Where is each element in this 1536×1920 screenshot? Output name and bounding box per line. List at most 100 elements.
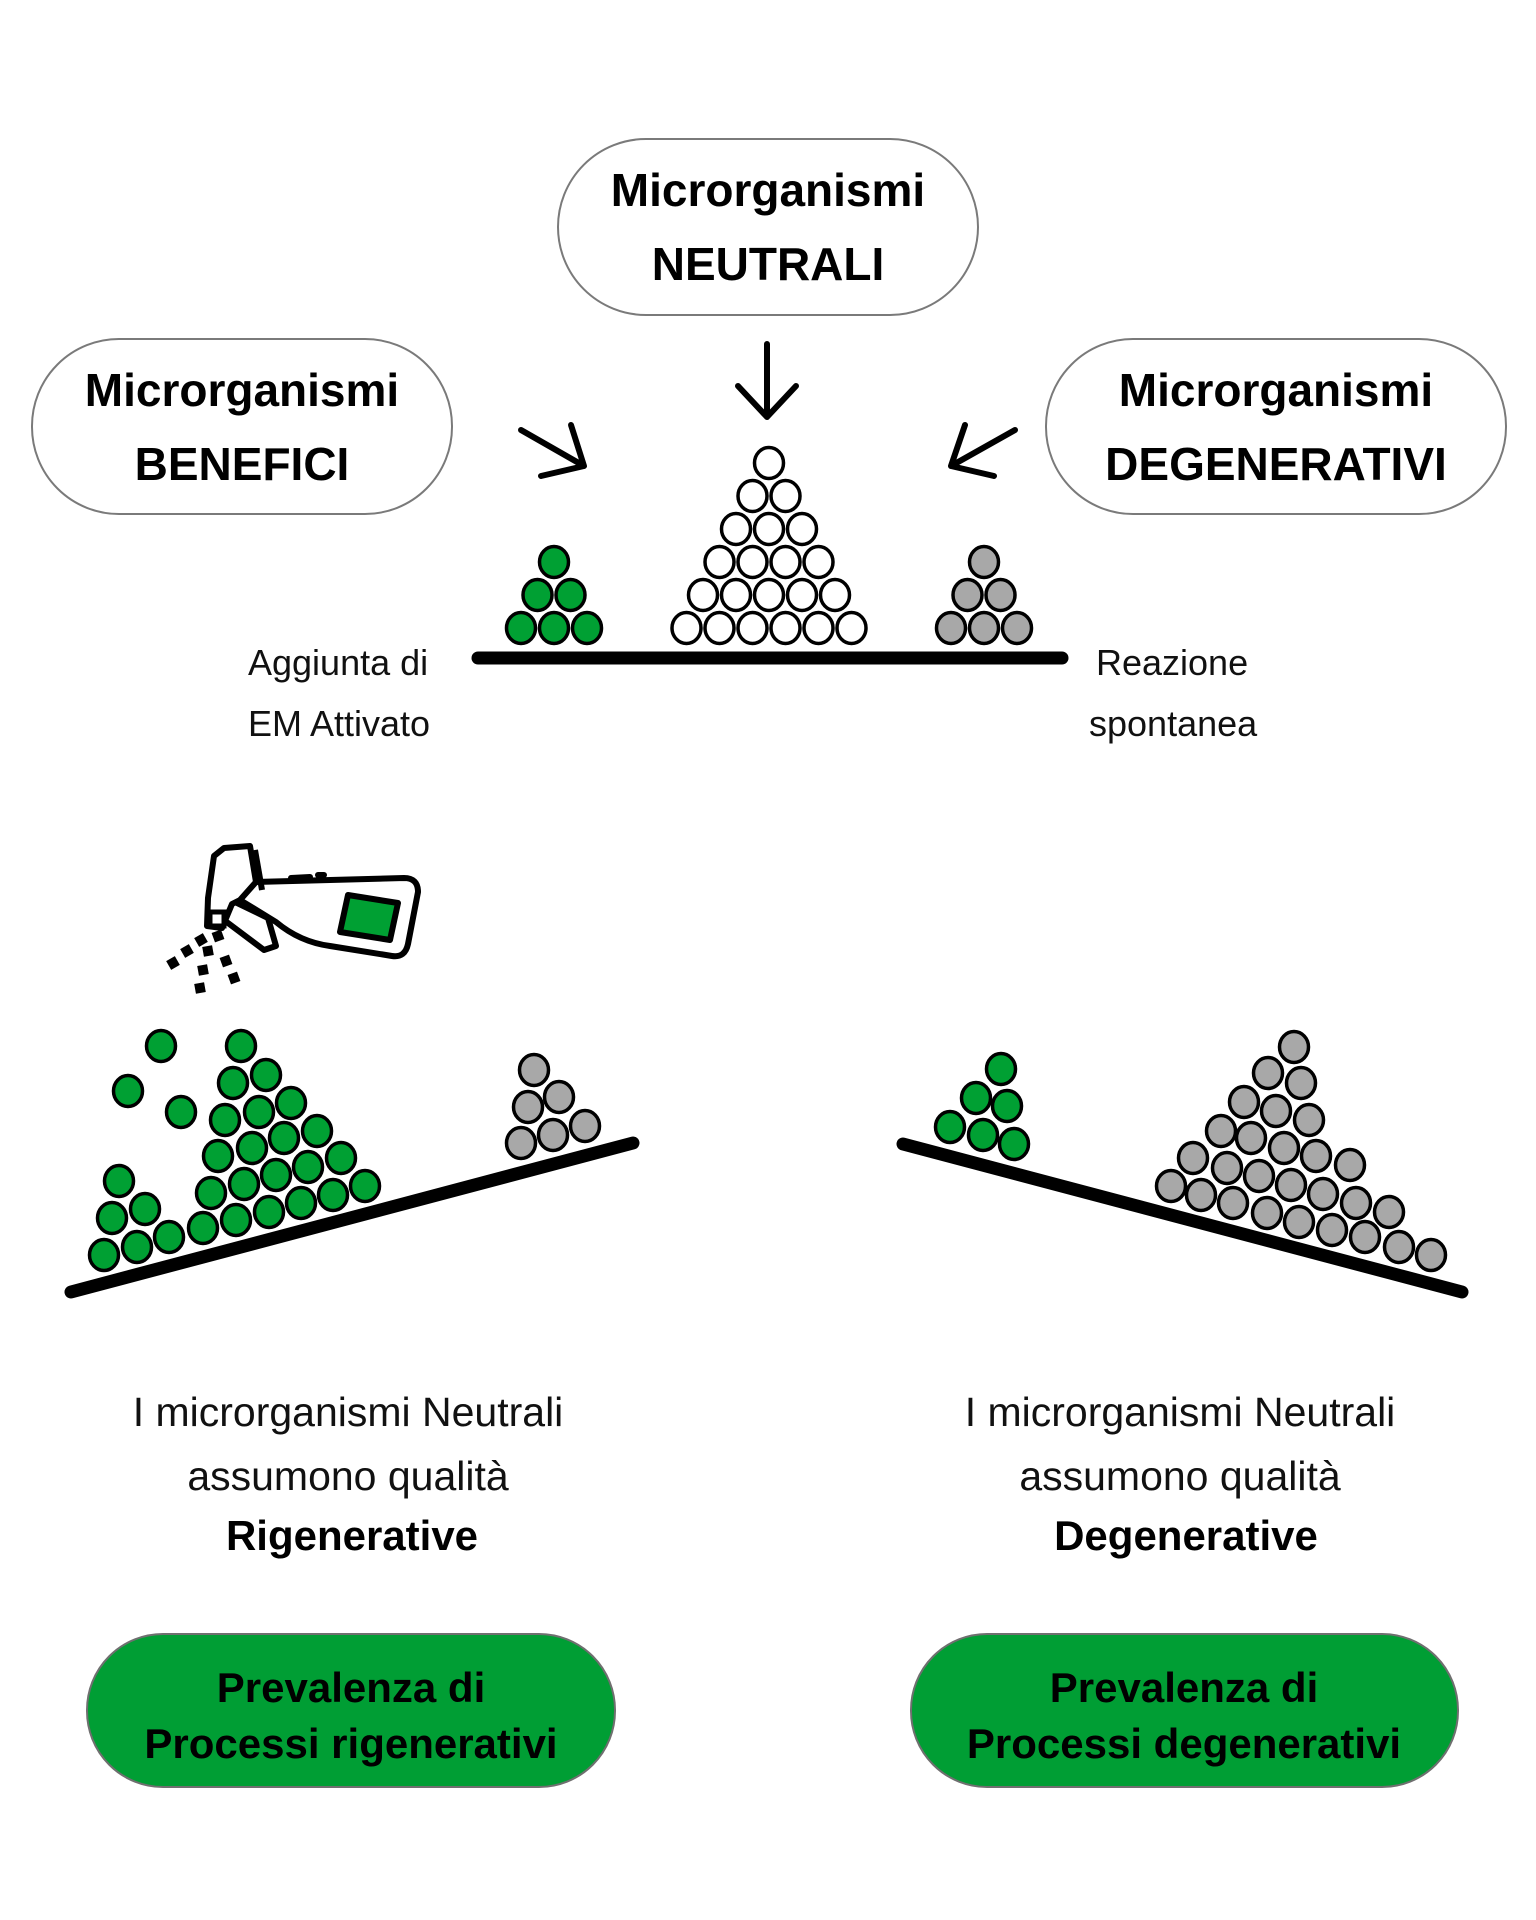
beneficial-microorganism bbox=[152, 1219, 186, 1255]
left-result-line2: Processi rigenerativi bbox=[144, 1720, 557, 1767]
neutral-microorganism bbox=[736, 478, 769, 514]
beneficial-microorganism bbox=[227, 1166, 261, 1202]
neutral-microorganism bbox=[752, 511, 786, 547]
degenerative-bubble-shape bbox=[1045, 338, 1507, 515]
degenerative-microorganism bbox=[1184, 1177, 1218, 1213]
neutral-microorganism bbox=[703, 544, 736, 580]
right-caption-quality: Degenerative bbox=[1054, 1512, 1318, 1559]
beneficial-microorganism bbox=[194, 1175, 228, 1211]
beneficial-microorganism bbox=[242, 1094, 276, 1130]
right-caption-line1: I microrganismi Neutrali bbox=[965, 1389, 1396, 1435]
degenerative-microorganism bbox=[1414, 1237, 1448, 1273]
neutral-microorganism bbox=[686, 577, 720, 613]
neutral-microorganism bbox=[769, 544, 802, 580]
beneficial-bubble-shape bbox=[31, 338, 453, 515]
beneficial-microorganism bbox=[259, 1157, 293, 1193]
degenerative-microorganism bbox=[1234, 1120, 1268, 1156]
beneficial-microorganism bbox=[216, 1065, 250, 1101]
left-caption-line2: assumono qualità bbox=[187, 1453, 509, 1499]
neutral-microorganism bbox=[802, 544, 835, 580]
right-result-pill-shape bbox=[910, 1633, 1459, 1788]
degenerative-microorganism bbox=[1000, 610, 1034, 646]
left-result-pill-shape bbox=[86, 1633, 616, 1788]
beneficial-microorganism bbox=[959, 1080, 993, 1116]
beneficial-microorganism bbox=[291, 1149, 325, 1185]
beneficial-bubble: Microrganismi BENEFICI bbox=[31, 338, 453, 515]
neutral-bubble-type: NEUTRALI bbox=[652, 238, 885, 290]
beneficial-microorganism bbox=[997, 1126, 1031, 1162]
neutral-microorganism bbox=[802, 610, 835, 646]
degenerative-microorganism bbox=[1284, 1065, 1318, 1101]
left-outcome-scale bbox=[64, 1028, 640, 1299]
beneficial-microorganism bbox=[348, 1168, 382, 1204]
beneficial-microorganism bbox=[144, 1028, 178, 1064]
degenerative-microorganism bbox=[1306, 1176, 1340, 1212]
right-balls-group bbox=[933, 1029, 1448, 1273]
left-caption-line1: I microrganismi Neutrali bbox=[133, 1389, 564, 1435]
beneficial-bubble-type: BENEFICI bbox=[135, 438, 350, 490]
left-caption: I microrganismi Neutrali assumono qualit… bbox=[133, 1389, 564, 1559]
left-tilted-beam bbox=[64, 1136, 640, 1299]
degenerative-microorganism bbox=[1154, 1168, 1188, 1204]
neutral-microorganism bbox=[752, 577, 786, 613]
balance-label-right-line2: spontanea bbox=[1089, 703, 1258, 744]
left-result-pill: Prevalenza di Processi rigenerativi bbox=[86, 1633, 616, 1788]
arrow-down-right-icon bbox=[518, 422, 587, 479]
degenerative-microorganism bbox=[967, 544, 1001, 580]
beneficial-microorganism bbox=[219, 1202, 253, 1238]
right-result-line1: Prevalenza di bbox=[1050, 1664, 1318, 1711]
spray-bottle-icon bbox=[166, 843, 421, 994]
beneficial-microorganism bbox=[186, 1210, 220, 1246]
degenerative-microorganism bbox=[1267, 1130, 1301, 1166]
bottle-label bbox=[337, 892, 401, 943]
beneficial-microorganism bbox=[300, 1113, 334, 1149]
degenerative-microorganism bbox=[1216, 1185, 1250, 1221]
degenerative-microorganism bbox=[1372, 1194, 1406, 1230]
arrow-down-icon bbox=[735, 341, 799, 420]
degenerative-microorganism bbox=[1242, 1158, 1276, 1194]
neutral-microorganism bbox=[752, 445, 786, 481]
beneficial-microorganism bbox=[128, 1191, 162, 1227]
neutral-bubble-title: Microrganismi bbox=[611, 164, 925, 216]
beneficial-microorganism bbox=[554, 577, 587, 613]
degenerative-microorganism bbox=[984, 577, 1017, 613]
left-result-line1: Prevalenza di bbox=[217, 1664, 485, 1711]
degenerative-microorganism bbox=[1282, 1204, 1316, 1240]
beneficial-microorganism bbox=[990, 1088, 1024, 1124]
degenerative-microorganism bbox=[542, 1079, 576, 1115]
beneficial-microorganism bbox=[111, 1073, 145, 1109]
degenerative-microorganism bbox=[1333, 1147, 1367, 1183]
beneficial-microorganism bbox=[267, 1120, 301, 1156]
right-outcome-scale bbox=[896, 1029, 1469, 1299]
neutral-microorganism bbox=[736, 544, 769, 580]
degenerative-microorganism bbox=[1292, 1102, 1326, 1138]
degenerative-microorganism bbox=[511, 1089, 545, 1125]
degenerative-microorganism bbox=[1277, 1029, 1311, 1065]
degenerative-microorganism bbox=[1315, 1212, 1349, 1248]
right-result-pill: Prevalenza di Processi degenerativi bbox=[910, 1633, 1459, 1788]
degenerative-microorganism bbox=[951, 577, 984, 613]
neutral-microorganism bbox=[785, 511, 819, 547]
balance-label-left-line2: EM Attivato bbox=[248, 703, 430, 744]
neutral-microorganism bbox=[736, 610, 769, 646]
initial-balance: Aggiunta di EM Attivato Reazione spontan… bbox=[248, 445, 1258, 744]
beneficial-microorganism bbox=[164, 1094, 198, 1130]
arrow-down-left-icon bbox=[948, 422, 1018, 479]
right-result-line2: Processi degenerativi bbox=[967, 1720, 1401, 1767]
beneficial-microorganism bbox=[252, 1194, 286, 1230]
beneficial-microorganism bbox=[208, 1102, 242, 1138]
neutral-microorganism bbox=[818, 577, 852, 613]
beneficial-microorganism bbox=[224, 1028, 258, 1064]
degenerative-bubble: Microrganismi DEGENERATIVI bbox=[1045, 338, 1507, 515]
degenerative-microorganism bbox=[967, 610, 1001, 646]
degenerative-microorganism bbox=[1204, 1113, 1238, 1149]
beneficial-microorganism bbox=[284, 1185, 318, 1221]
degenerative-microorganism bbox=[1176, 1140, 1210, 1176]
neutral-microorganism bbox=[719, 511, 753, 547]
degenerative-microorganism bbox=[1382, 1229, 1416, 1265]
degenerative-microorganism bbox=[1348, 1219, 1382, 1255]
degenerative-microorganism bbox=[504, 1125, 538, 1161]
left-caption-quality: Rigenerative bbox=[226, 1512, 478, 1559]
right-tilted-beam bbox=[896, 1137, 1469, 1299]
